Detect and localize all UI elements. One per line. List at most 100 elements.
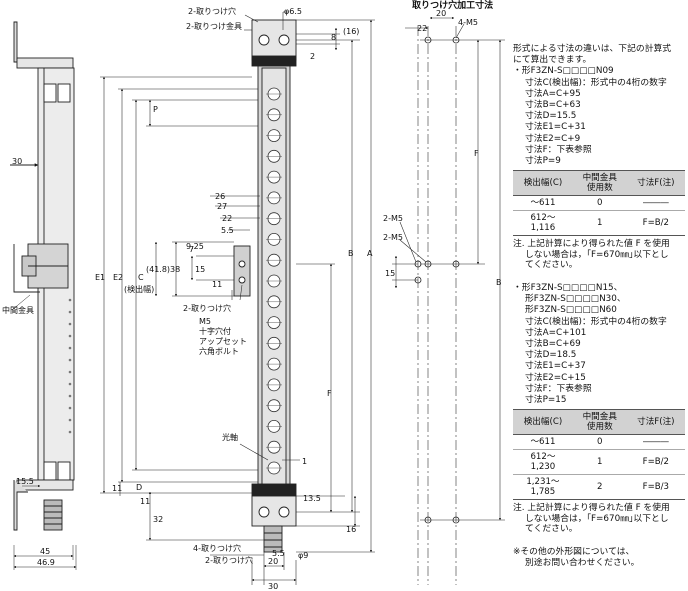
footer-line: ※その他の外形図については、: [513, 547, 635, 558]
top-d16: (16): [343, 27, 359, 36]
group1-table: 検出幅(C) 中間金具使用数 寸法F(注) ～611 0 ――― 612～1,1…: [513, 170, 685, 237]
dim-C-detect: (検出幅): [124, 284, 154, 294]
dim-5-5: 5.5: [272, 549, 285, 558]
dim-E1: E1: [95, 273, 105, 282]
side-d30: 30: [12, 157, 22, 166]
top-phi6-5: φ6.5: [284, 7, 302, 16]
col-header: 寸法F(注): [626, 170, 685, 197]
dim-A: A: [367, 249, 373, 258]
footer-line: 別途お問い合わせください。: [525, 557, 640, 568]
mount-F: F: [474, 149, 479, 158]
mount-d15: 15: [385, 269, 395, 278]
cell: 1: [572, 449, 627, 476]
dim-32: 32: [153, 515, 163, 524]
group1-note: 注. 上記計算により得られた値 F を使用 しない場合は，｢F=670㎜｣以下と…: [513, 239, 685, 271]
dim-41-8: (41.8): [146, 265, 170, 274]
optical-axis-label: 光軸: [222, 432, 238, 442]
dim-11c: 11: [212, 280, 222, 289]
dim-16-bottom: 16: [346, 525, 356, 534]
dim-F: F: [327, 389, 332, 398]
bolt-label-1: M5: [199, 317, 211, 326]
dim-26: 26: [215, 192, 225, 201]
cell: F=B/3: [626, 474, 685, 501]
cell: ～611: [513, 195, 573, 212]
bolt-label-4: 六角ボルト: [199, 346, 239, 356]
group2-table: 検出幅(C) 中間金具使用数 寸法F(注) ～611 0 ――― 612～1,2…: [513, 409, 685, 501]
bottom-hole4-label: 4-取りつけ穴: [193, 543, 241, 553]
note-line: てください。: [525, 524, 578, 535]
dim-11b: 11: [140, 497, 150, 506]
formula: 寸法F：下表参照: [525, 144, 592, 155]
cell: ―――: [626, 195, 685, 212]
dim-38: 38: [170, 265, 180, 274]
mount-B: B: [496, 278, 502, 287]
dim-30: 30: [268, 582, 278, 591]
formula: 寸法F：下表参照: [525, 383, 592, 394]
formula: 寸法E2=C+15: [525, 372, 586, 383]
dim-P: P: [153, 105, 158, 114]
bottom-hole2-label: 2-取りつけ穴: [205, 555, 253, 565]
intro-line-1: 形式による寸法の違いは、下記の計算式: [513, 44, 672, 54]
note-line: しない場合は，｢F=670㎜｣以下とし: [525, 249, 669, 260]
formula: 寸法A=C+95: [525, 88, 581, 99]
dim-20: 20: [268, 557, 278, 566]
col-header: 中間金具使用数: [572, 409, 627, 436]
cell: 1: [572, 210, 627, 237]
dim-5-5b: 5.5: [221, 226, 234, 235]
dim-1: 1: [302, 457, 307, 466]
formula: 寸法D=18.5: [525, 350, 577, 361]
middle-bracket-label: 中間金具: [2, 305, 34, 315]
col-header: 検出幅(C): [513, 170, 573, 197]
bracket-hole-label: 2-取りつけ穴: [183, 303, 231, 313]
dim-13-5: 13.5: [303, 494, 321, 503]
formula: 寸法A=C+101: [525, 327, 587, 338]
formula: 寸法B=C+63: [525, 100, 581, 111]
table-row: 1,231～1,785 2 F=B/3: [513, 474, 685, 501]
formula: 寸法E2=C+9: [525, 133, 581, 144]
dim-7: 7: [189, 245, 194, 254]
table-row: ～611 0 ―――: [513, 434, 685, 451]
formula: 寸法D=15.5: [525, 111, 577, 122]
dim-22: 22: [222, 214, 232, 223]
note-line: しない場合は，｢F=670㎜｣以下とし: [525, 513, 669, 524]
group2-model: 形F3ZN-S□□□□N30、: [525, 294, 626, 305]
dim-B: B: [348, 249, 354, 258]
group1-model: ・形F3ZN-S□□□□N09: [513, 66, 614, 77]
side-d46-9: 46.9: [37, 558, 55, 567]
cell: ―――: [626, 434, 685, 451]
formula: 寸法P=9: [525, 156, 561, 167]
beam-elements: [266, 87, 282, 475]
formula: 寸法P=15: [525, 395, 567, 406]
cell: 0: [572, 195, 627, 212]
group2-model: ・形F3ZN-S□□□□N15、: [513, 283, 623, 294]
table-row: ～611 0 ―――: [513, 195, 685, 212]
formula: 寸法E1=C+37: [525, 361, 586, 372]
side-d45: 45: [40, 547, 50, 556]
formula: 寸法E1=C+31: [525, 122, 586, 133]
side-view: [10, 21, 77, 570]
mounting-title: 取りつけ穴加工寸法: [412, 0, 493, 11]
formula: 寸法C(検出幅)：形式中の4桁の数字: [525, 77, 667, 88]
cell: F=B/2: [626, 449, 685, 476]
dim-E2: E2: [113, 273, 123, 282]
notes-panel: 形式による寸法の違いは、下記の計算式 にて算出できます。 ・形F3ZN-S□□□…: [513, 44, 685, 568]
cell: ～611: [513, 434, 573, 451]
col-header: 検出幅(C): [513, 409, 573, 436]
cell: 612～1,116: [513, 210, 573, 237]
bolt-label-2: 十字穴付: [199, 326, 231, 336]
col-header: 寸法F(注): [626, 409, 685, 436]
cell: 612～1,230: [513, 449, 573, 476]
dim-C: C: [138, 273, 144, 282]
col-header: 中間金具使用数: [572, 170, 627, 197]
cell: 2: [572, 474, 627, 501]
dim-9-25: 9.25: [186, 242, 204, 251]
cell: 0: [572, 434, 627, 451]
mount-4m5: 4-M5: [458, 18, 478, 27]
note-line: てください。: [525, 260, 578, 271]
formula: 寸法C(検出幅)：形式中の4桁の数字: [525, 316, 667, 327]
top-hole-label: 2-取りつけ穴: [188, 6, 236, 16]
mount-d20: 20: [436, 9, 446, 18]
note-line: 注. 上記計算により得られた値 F を使用: [513, 239, 670, 250]
top-d8: 8: [331, 33, 336, 42]
